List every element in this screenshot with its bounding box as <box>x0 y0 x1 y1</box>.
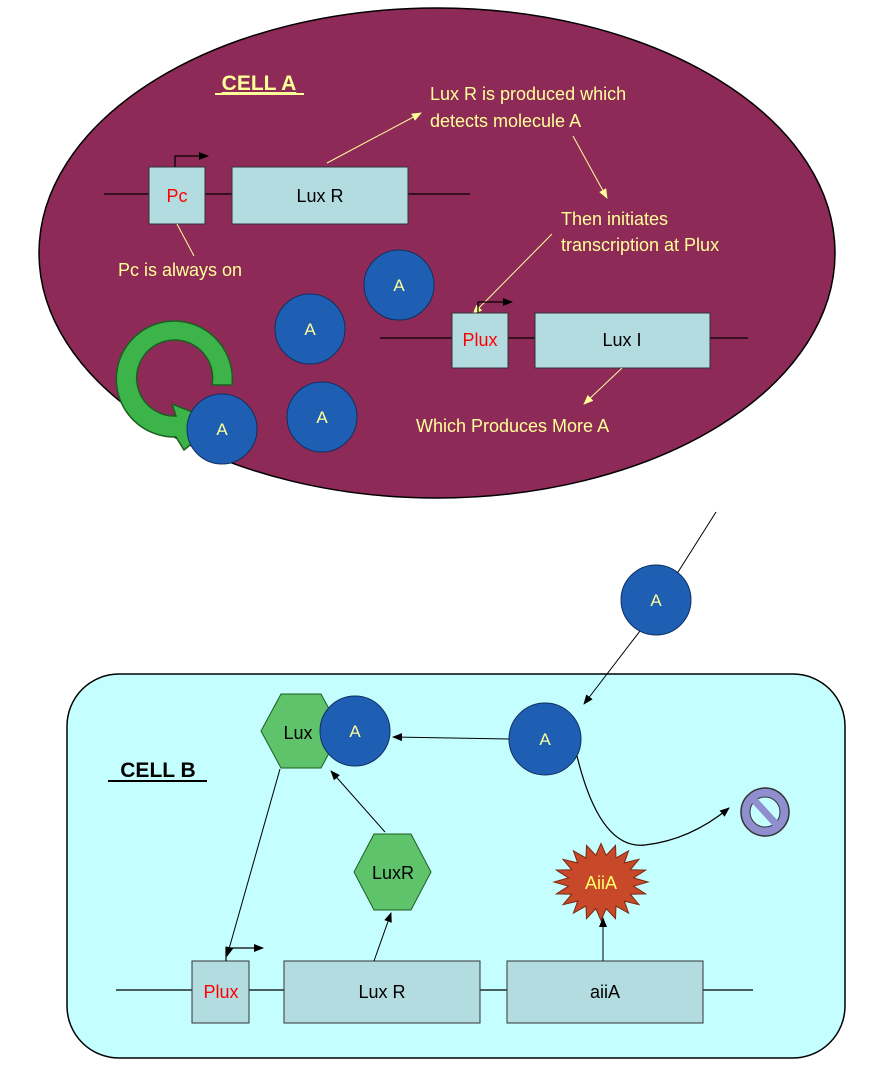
gene-luxi-box <box>534 312 711 369</box>
molecule-a-label: A <box>316 408 328 427</box>
gene-luxi-label: Lux I <box>602 330 641 350</box>
molecule-a-transit-circle <box>620 564 692 636</box>
molecule-a-label: A <box>304 320 316 339</box>
molecule-a-circle <box>274 293 346 365</box>
molecule-a-transit-label: A <box>650 591 662 610</box>
molecule-a: A <box>363 249 435 321</box>
molecule-a-bound: A <box>319 695 391 767</box>
arrow-diffusion-into-cell-b <box>583 630 641 705</box>
gene-aiia: aiiA <box>506 960 704 1024</box>
luxr-protein-hexagon <box>353 833 432 911</box>
gene-luxr-a-label: Lux R <box>296 186 343 206</box>
luxr-protein-label: LuxR <box>372 863 414 883</box>
annotation-luxr-produced-line1: Lux R is produced which <box>430 84 626 104</box>
molecule-a-bound-circle <box>319 695 391 767</box>
promoter-pc-label: Pc <box>166 186 187 206</box>
arrow-annotation-to-initiates <box>572 135 608 199</box>
gene-luxr-b-box <box>283 960 481 1024</box>
cell-a: CELL A Pc Lux R Lux R is produced which … <box>38 7 836 499</box>
molecule-a: A <box>186 393 258 465</box>
arrow-luxr-to-complex <box>330 770 386 833</box>
transcription-start-arrow-plux-a <box>477 298 513 313</box>
promoter-plux-a-box <box>451 312 509 369</box>
promoter-plux-a: Plux <box>451 298 513 369</box>
cell-a-title: CELL A <box>222 72 297 95</box>
gene-aiia-label: aiiA <box>590 982 620 1002</box>
transcription-start-arrow-pc <box>174 152 209 167</box>
molecule-a-incoming: A <box>508 702 582 776</box>
degraded-no-symbol-icon <box>740 787 790 837</box>
molecule-a-transit: A <box>620 564 692 636</box>
transcription-start-arrow-plux-b <box>225 944 264 961</box>
arrow-a-binds-luxr <box>392 733 510 742</box>
cell-b: CELL B Lux A A LuxR AiiA <box>66 630 846 1059</box>
arrow-initiates-to-plux <box>472 233 553 315</box>
molecule-a-label: A <box>216 420 228 439</box>
promoter-plux-a-label: Plux <box>462 330 497 350</box>
luxr-complex-label: Lux <box>283 723 312 743</box>
promoter-plux-b-box <box>191 960 250 1024</box>
aiia-protein-label: AiiA <box>585 873 617 893</box>
gene-aiia-box <box>506 960 704 1024</box>
molecule-a: A <box>286 381 358 453</box>
arrow-luxr-gene-to-protein <box>373 912 392 962</box>
cell-b-title: CELL B <box>120 759 195 782</box>
gene-luxr-a-box <box>231 166 409 225</box>
molecule-a: A <box>274 293 346 365</box>
molecule-a-circle <box>363 249 435 321</box>
annotation-produces-more: Which Produces More A <box>416 416 609 436</box>
annotation-pc-always-on: Pc is always on <box>118 260 242 280</box>
annotation-initiates-line1: Then initiates <box>561 209 668 229</box>
pointer-pc-always-on <box>176 223 195 257</box>
gene-luxi: Lux I <box>534 312 711 369</box>
arrow-a-degradation <box>576 755 730 846</box>
gene-luxr-b-label: Lux R <box>358 982 405 1002</box>
gene-luxr-a: Lux R <box>231 166 409 225</box>
arrow-luxr-to-annotation <box>326 112 422 164</box>
molecule-a-label: A <box>393 276 405 295</box>
annotation-initiates-line2: transcription at Plux <box>561 235 719 255</box>
diffusion-path-line <box>672 511 717 581</box>
gene-luxr-b: Lux R <box>283 960 481 1024</box>
promoter-pc: Pc <box>148 152 209 225</box>
promoter-plux-b-label: Plux <box>203 982 238 1002</box>
promoter-pc-box <box>148 166 206 225</box>
cell-a-membrane <box>38 7 836 499</box>
arrow-complex-to-plux <box>225 768 281 957</box>
molecule-a-circle <box>186 393 258 465</box>
molecule-a-bound-label: A <box>349 722 361 741</box>
molecule-a-circle <box>286 381 358 453</box>
luxr-hexagon-complex <box>260 693 342 769</box>
molecule-a-incoming-label: A <box>539 730 551 749</box>
promoter-plux-b: Plux <box>191 944 264 1024</box>
annotation-luxr-produced-line2: detects molecule A <box>430 111 581 131</box>
arrow-luxi-to-annotation <box>583 367 623 405</box>
